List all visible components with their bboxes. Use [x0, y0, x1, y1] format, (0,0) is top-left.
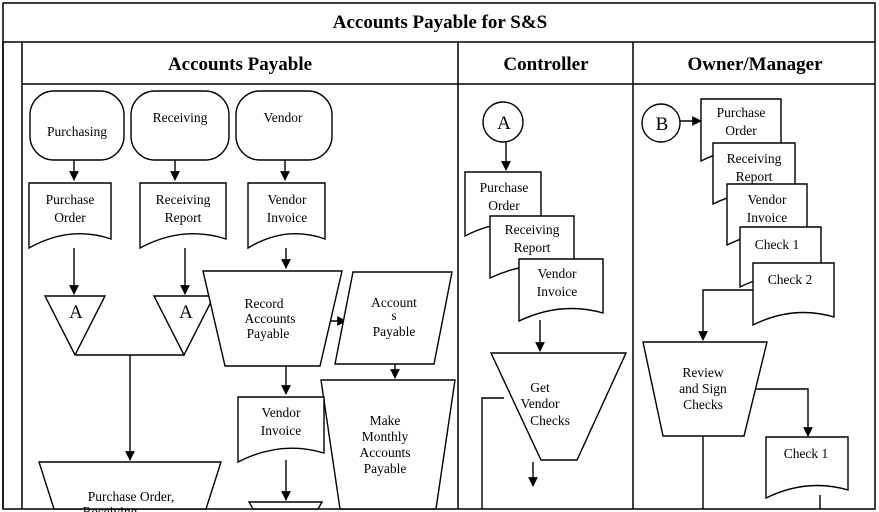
document-label-line: Invoice — [537, 284, 577, 299]
document-label-line: Receiving — [505, 222, 560, 237]
document-label-line: Receiving — [156, 192, 211, 207]
terminal-purchasing-label: Purchasing — [47, 124, 107, 139]
data-store-label-line: Account — [371, 295, 417, 310]
document-check-1-output: Check 1 — [765, 436, 849, 500]
document-label-line: Purchase — [46, 192, 95, 207]
data-store-label-line: s — [391, 308, 396, 323]
diagram-title: Accounts Payable for S&S — [333, 12, 547, 33]
document-label-line: Check 1 — [784, 446, 829, 461]
document-label-line: Invoice — [747, 210, 787, 225]
document-vendor-invoice-copy: Vendor Invoice — [237, 396, 325, 464]
document-label-line: Report — [165, 210, 202, 225]
document-label-line: Receiving — [727, 151, 782, 166]
document-label-line: Report — [514, 240, 551, 255]
document-label-line: Invoice — [267, 210, 307, 225]
process-label-line: Get — [530, 380, 550, 395]
document-label-line: Vendor — [748, 192, 787, 207]
document-label-line: Purchase — [480, 180, 529, 195]
process-label-line: Checks — [530, 413, 570, 428]
process-label-line: Monthly — [362, 429, 409, 444]
document-label-line: Order — [54, 210, 86, 225]
process-label-line: Accounts — [360, 445, 411, 460]
process-label-line: Payable — [247, 326, 290, 341]
process-review-and-sign-checks: Review and Sign Checks — [642, 341, 768, 437]
process-get-vendor-checks: Get Vendor Checks — [489, 352, 628, 461]
document-label-line: Vendor — [268, 192, 307, 207]
connector-label: B — [656, 114, 669, 135]
terminal-receiving: Receiving — [130, 90, 230, 161]
process-label-line: Purchase Order, — [88, 489, 174, 504]
document-vendor-invoice: Vendor Invoice — [247, 182, 326, 250]
document-receiving-report: Receiving Report — [139, 182, 227, 250]
document-label-line: Check 1 — [755, 237, 800, 252]
terminal-purchasing: Purchasing — [29, 90, 125, 161]
process-label-line: Review — [682, 365, 723, 380]
data-store-label-line: Payable — [373, 324, 416, 339]
file-triangle-a: A — [43, 295, 107, 357]
document-label-line: Invoice — [261, 423, 301, 438]
document-stack-controller: Purchase Order Receiving Report Vendor I… — [464, 171, 604, 323]
lane-header-owner-manager: Owner/Manager — [687, 54, 823, 75]
document-label-line: Report — [736, 169, 773, 184]
file-label: A — [179, 302, 193, 323]
process-label-line: Make — [370, 413, 401, 428]
manual-operation-partial — [247, 501, 324, 510]
document-label-line: Vendor — [262, 405, 301, 420]
terminal-vendor: Vendor — [235, 90, 333, 161]
document-stack-owner: Purchase Order Receiving Report Vendor I… — [700, 98, 835, 327]
terminal-receiving-label: Receiving — [153, 110, 208, 125]
document-label-line: Vendor — [538, 266, 577, 281]
document-purchase-order: Purchase Order — [28, 182, 112, 250]
connector-label: A — [497, 113, 511, 134]
document-label-line: Order — [488, 198, 520, 213]
process-label-line: Payable — [364, 461, 407, 476]
document-label-line: Order — [725, 123, 757, 138]
process-label-line: and Sign — [679, 381, 727, 396]
process-label-line: Checks — [683, 397, 723, 412]
process-purchase-order-receiving: Purchase Order, Receiving — [38, 461, 222, 512]
process-label-line: Vendor — [521, 396, 560, 411]
file-triangle-a: A — [152, 295, 216, 357]
connector-b: B — [641, 103, 681, 143]
process-record-accounts-payable: Record Accounts Payable — [202, 270, 343, 367]
process-label-line: Record — [245, 296, 284, 311]
document-label-line: Purchase — [717, 105, 766, 120]
lane-header-controller: Controller — [503, 54, 589, 75]
process-label-line: Accounts — [245, 311, 296, 326]
terminal-vendor-label: Vendor — [264, 110, 303, 125]
lane-header-accounts-payable: Accounts Payable — [168, 54, 312, 75]
process-label-line: Receiving — [83, 504, 138, 512]
data-store-accounts-payable: Account s Payable — [334, 271, 453, 365]
document-label-line: Check 2 — [768, 272, 813, 287]
file-label: A — [69, 302, 83, 323]
connector-a: A — [482, 101, 524, 143]
process-make-monthly-accounts-payable: Make Monthly Accounts Payable — [320, 379, 456, 510]
